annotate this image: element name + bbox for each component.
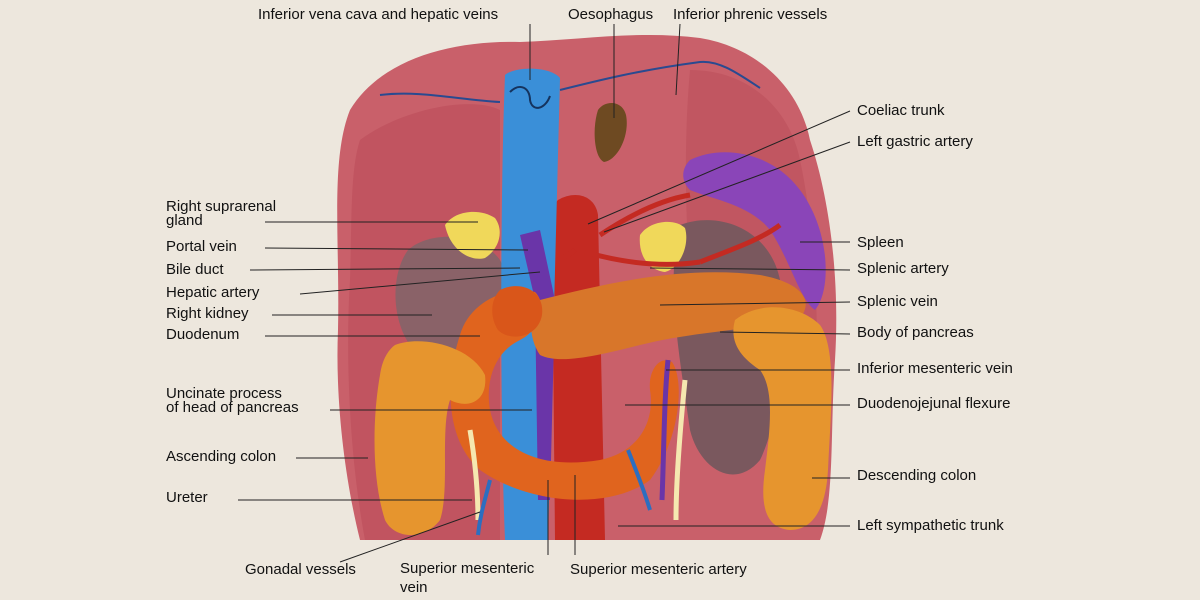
label-smv-line1: Superior mesenteric <box>400 560 535 577</box>
label-right-suprarenal-line2: gland <box>166 212 203 229</box>
hepatic-veins <box>509 85 551 109</box>
label-superior-mesenteric-artery: Superior mesenteric artery <box>570 561 747 578</box>
right-ureter <box>467 429 481 521</box>
label-ivc-hepatic-veins: Inferior vena cava and hepatic veins <box>258 6 499 23</box>
left-suprarenal-gland <box>639 221 687 272</box>
label-gonadal-vessels: Gonadal vessels <box>245 561 356 578</box>
label-ureter: Ureter <box>166 489 208 506</box>
descending-colon <box>733 307 832 530</box>
leader-splenic-artery <box>649 267 851 271</box>
oesophagus <box>594 103 627 162</box>
leader-coeliac <box>587 110 851 225</box>
gonadal-vessels <box>476 479 492 536</box>
leader-splenic-vein <box>659 301 851 306</box>
label-uncinate-line2: of head of pancreas <box>166 399 299 416</box>
leader-gonadal <box>339 511 481 563</box>
leader-bile <box>249 267 521 271</box>
leader-left-gastric <box>603 141 851 233</box>
leader-inferior-phrenic <box>675 23 681 96</box>
pancreas-body <box>531 272 806 360</box>
label-right-kidney: Right kidney <box>166 305 249 322</box>
leader-portal <box>264 247 529 251</box>
left-ureter <box>673 379 688 521</box>
spleen <box>683 152 826 310</box>
label-inferior-phrenic-vessels: Inferior phrenic vessels <box>673 6 828 23</box>
label-smv-line2: vein <box>400 579 428 596</box>
left-gonadal-vessels <box>626 449 652 511</box>
label-spleen: Spleen <box>857 234 904 251</box>
label-ascending-colon: Ascending colon <box>166 448 277 465</box>
label-oesophagus: Oesophagus <box>568 6 654 23</box>
leader-body-pancreas <box>719 331 851 335</box>
leader-lines <box>238 23 851 563</box>
aorta <box>552 195 605 540</box>
leader-hepatic <box>299 271 541 295</box>
inferior-mesenteric-vein <box>659 359 671 501</box>
label-portal-vein: Portal vein <box>166 238 237 255</box>
label-uncinate-process: Uncinate process of head of pancreas <box>166 385 299 416</box>
label-duodenojejunal-flexure: Duodenojejunal flexure <box>857 395 1011 412</box>
label-right-suprarenal-gland: Right suprarenal gland <box>166 198 277 229</box>
label-coeliac-trunk: Coeliac trunk <box>857 102 945 119</box>
ascending-colon <box>374 341 486 535</box>
label-body-of-pancreas: Body of pancreas <box>857 324 974 341</box>
label-inferior-mesenteric-vein: Inferior mesenteric vein <box>857 360 1013 377</box>
label-splenic-vein: Splenic vein <box>857 293 938 310</box>
label-duodenum: Duodenum <box>166 326 240 343</box>
label-left-gastric-artery: Left gastric artery <box>857 133 973 150</box>
duodenum-tube <box>492 286 543 337</box>
label-descending-colon: Descending colon <box>857 467 977 484</box>
label-bile-duct: Bile duct <box>166 261 224 278</box>
label-right-suprarenal-line1: Right suprarenal <box>166 198 277 215</box>
label-left-sympathetic-trunk: Left sympathetic trunk <box>857 517 1004 534</box>
portal-vein <box>520 230 555 500</box>
label-splenic-artery: Splenic artery <box>857 260 949 277</box>
duodenum <box>450 290 679 500</box>
label-hepatic-artery: Hepatic artery <box>166 284 260 301</box>
label-uncinate-line1: Uncinate process <box>166 385 282 402</box>
label-superior-mesenteric-vein: Superior mesenteric vein <box>400 560 535 596</box>
inferior-phrenic-vessels <box>379 60 761 103</box>
right-suprarenal-gland <box>445 211 500 259</box>
